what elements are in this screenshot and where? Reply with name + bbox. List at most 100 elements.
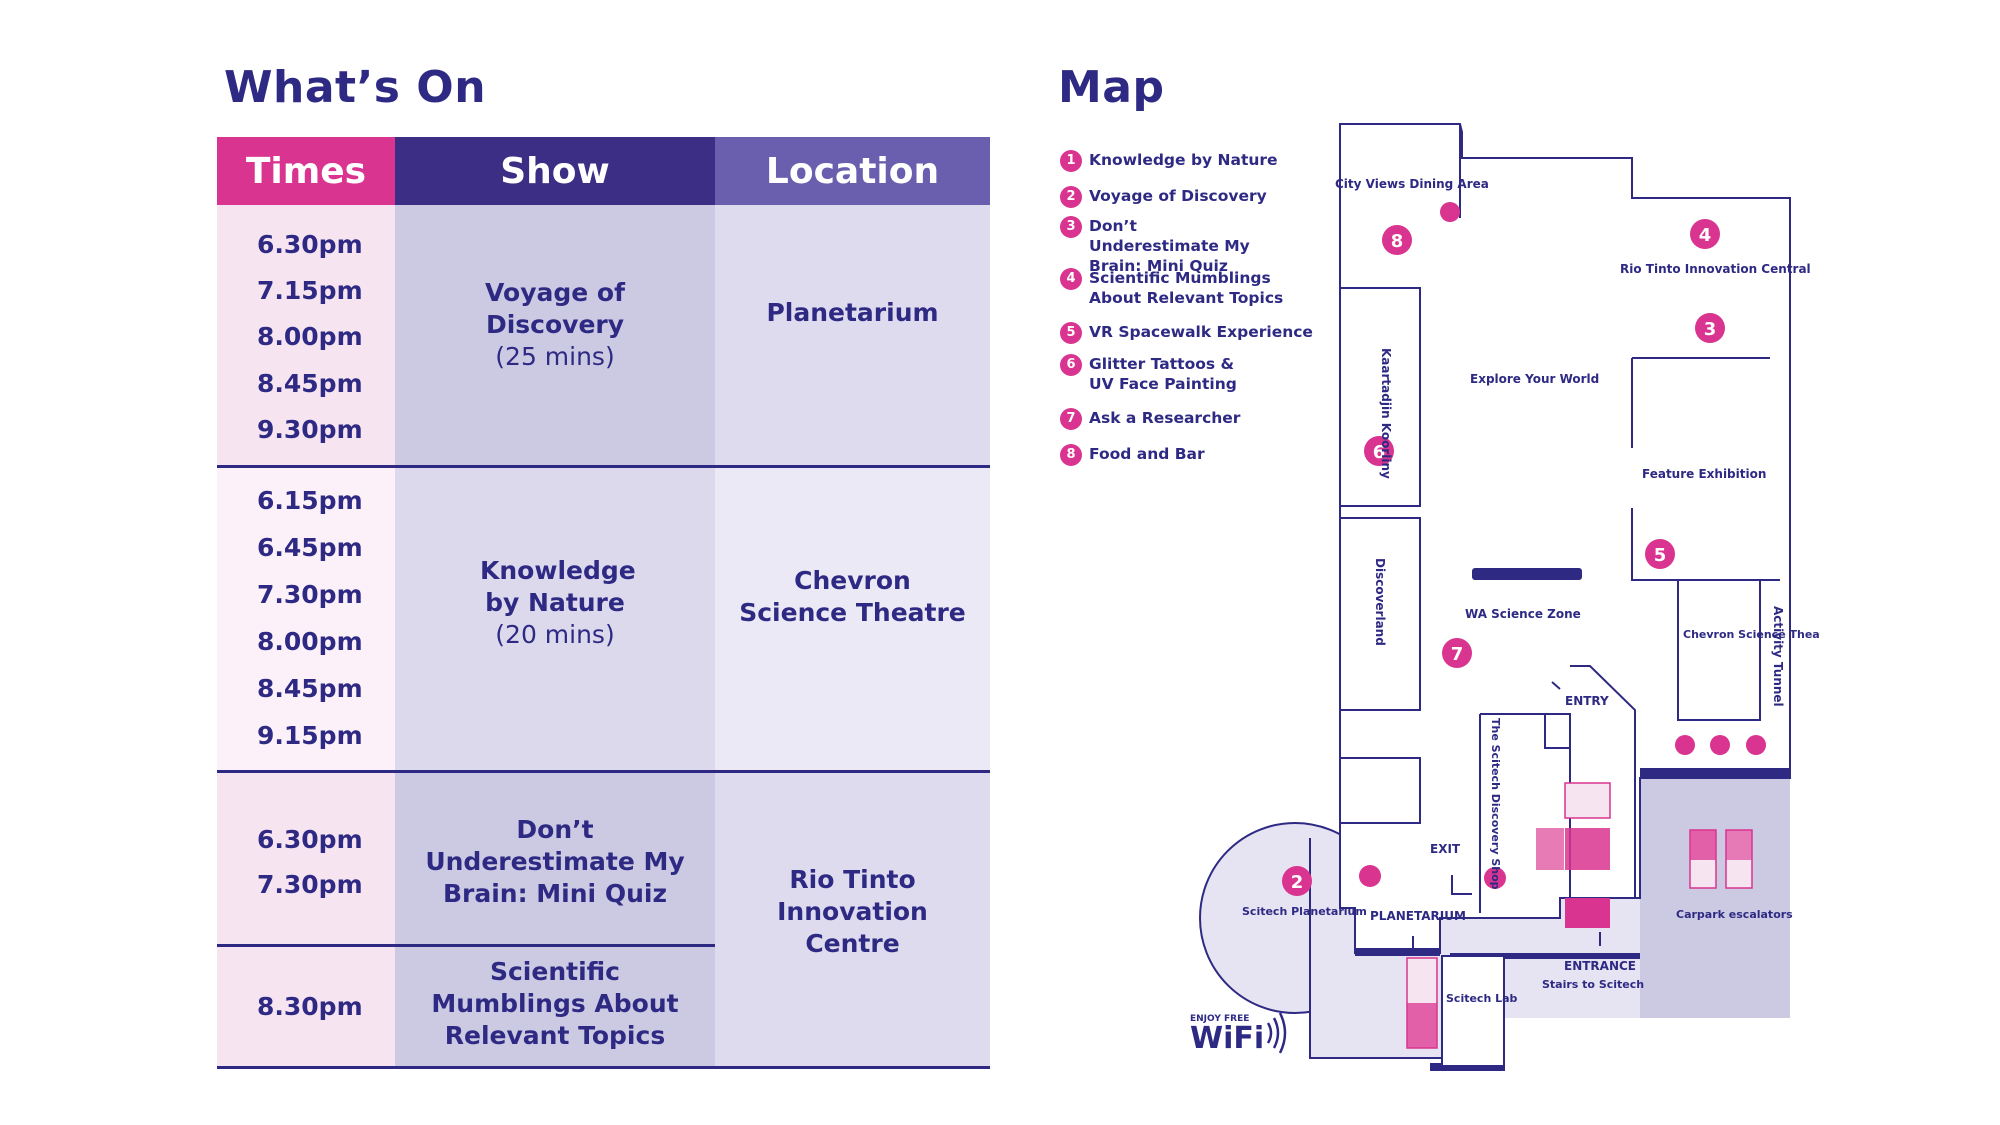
label-chevron: Chevron Science Theatre bbox=[1683, 628, 1820, 641]
carpark-block bbox=[1640, 778, 1790, 1018]
label-kaartadjin: Kaartadjin Koorliny bbox=[1379, 348, 1393, 479]
legend-label: Voyage of Discovery bbox=[1089, 187, 1267, 205]
header-times: Times bbox=[217, 137, 395, 205]
marker-8 bbox=[1382, 225, 1412, 255]
time-slot: 8.30pm bbox=[257, 992, 363, 1021]
location-row-2: Chevron Science Theatre bbox=[715, 565, 990, 635]
time-slot: 7.30pm bbox=[257, 580, 363, 609]
time-slot: 9.15pm bbox=[257, 721, 363, 750]
show-title: Knowledge by Nature bbox=[480, 556, 636, 617]
label-planetarium: PLANETARIUM bbox=[1370, 909, 1466, 923]
legend-label: Knowledge by Nature bbox=[1089, 151, 1278, 169]
legend-label: VR Spacewalk Experience bbox=[1089, 323, 1313, 341]
legend-number: 7 bbox=[1060, 408, 1082, 430]
wa-zone-bar bbox=[1472, 568, 1582, 580]
row2-location-bg bbox=[715, 467, 990, 772]
dining-icon bbox=[1440, 202, 1460, 222]
location-markers: 8 4 3 6 5 7 2 bbox=[1282, 219, 1725, 896]
label-rio-tinto: Rio Tinto Innovation Central bbox=[1620, 262, 1811, 276]
wifi-text: WiFi bbox=[1190, 1021, 1264, 1056]
amenity-icons bbox=[1359, 202, 1766, 889]
restroom-icon bbox=[1710, 735, 1730, 755]
marker-number: 4 bbox=[1699, 225, 1712, 246]
show-title: Scientific Mumblings About Relevant Topi… bbox=[431, 957, 679, 1050]
show-row-2: Knowledge by Nature (20 mins) bbox=[395, 555, 715, 665]
time-slot: 6.30pm bbox=[257, 825, 363, 854]
legend-item: 3 Don’t Underestimate My Brain: Mini Quiz bbox=[1060, 216, 1259, 276]
marker-6 bbox=[1364, 436, 1394, 466]
legend-label: Glitter Tattoos & UV Face Painting bbox=[1089, 355, 1237, 393]
label-stairs: Stairs to Scitech bbox=[1542, 978, 1644, 991]
times-row-2: 6.15pm 6.45pm 7.30pm 8.00pm 8.45pm 9.15p… bbox=[217, 477, 395, 759]
show-title: Don’t Underestimate My Brain: Mini Quiz bbox=[425, 815, 685, 908]
label-carpark: Carpark escalators bbox=[1676, 908, 1793, 921]
label-scitech-lab: Scitech Lab bbox=[1446, 992, 1518, 1005]
legend-item: 4 Scientific Mumblings About Relevant Top… bbox=[1060, 268, 1289, 308]
time-slot: 7.15pm bbox=[257, 276, 363, 306]
location-row-1: Planetarium bbox=[715, 297, 990, 337]
wifi-icon bbox=[1266, 1012, 1287, 1054]
marker-number: 2 bbox=[1291, 872, 1304, 893]
wall-thick bbox=[1355, 948, 1440, 956]
show-row-3: Don’t Underestimate My Brain: Mini Quiz bbox=[395, 815, 715, 908]
times-row-1: 6.30pm 7.15pm 8.00pm 8.45pm 9.30pm bbox=[217, 221, 395, 453]
legend-label: Ask a Researcher bbox=[1089, 409, 1241, 427]
show-title: Voyage of Discovery bbox=[485, 278, 625, 339]
legend-number: 4 bbox=[1060, 268, 1082, 290]
label-exit: EXIT bbox=[1430, 842, 1461, 856]
time-slot: 8.45pm bbox=[257, 368, 363, 398]
time-slot: 8.45pm bbox=[257, 674, 363, 703]
location-name: Rio Tinto Innovation Centre bbox=[777, 865, 928, 958]
accessible-icon bbox=[1675, 735, 1695, 755]
legend-label: Scientific Mumblings About Relevant Topi… bbox=[1089, 269, 1284, 307]
schedule-table: Times Show Location 6.30pm 7.15pm 8.00pm… bbox=[217, 137, 990, 1069]
wall-thick bbox=[1450, 953, 1640, 959]
legend-number: 6 bbox=[1060, 354, 1082, 376]
marker-number: 6 bbox=[1373, 442, 1386, 463]
row-divider bbox=[217, 770, 990, 773]
marker-number: 7 bbox=[1451, 644, 1464, 665]
show-duration: (20 mins) bbox=[495, 620, 615, 649]
marker-number: 3 bbox=[1704, 319, 1717, 340]
arrows bbox=[1412, 681, 1601, 948]
stairs bbox=[1406, 782, 1753, 1049]
restroom-icon bbox=[1359, 865, 1381, 887]
time-slot: 8.00pm bbox=[257, 627, 363, 656]
label-city-views: City Views Dining Area bbox=[1335, 177, 1489, 191]
marker-3 bbox=[1695, 313, 1725, 343]
location-name: Chevron Science Theatre bbox=[739, 566, 966, 627]
label-entry: ENTRY bbox=[1565, 694, 1609, 708]
show-duration: (25 mins) bbox=[495, 342, 615, 371]
row-divider bbox=[217, 465, 990, 468]
row2-times-bg bbox=[217, 467, 395, 772]
time-slot: 6.30pm bbox=[257, 229, 363, 259]
show-row-4: Scientific Mumblings About Relevant Topi… bbox=[395, 957, 715, 1050]
marker-7 bbox=[1442, 638, 1472, 668]
header-location: Location bbox=[715, 137, 990, 205]
times-row-3: 6.30pm 7.30pm bbox=[217, 817, 395, 907]
legend-number: 3 bbox=[1060, 216, 1082, 238]
time-slot: 6.45pm bbox=[257, 533, 363, 562]
legend-item: 5 VR Spacewalk Experience bbox=[1060, 322, 1313, 344]
label-explore: Explore Your World bbox=[1470, 372, 1599, 386]
location-row-3: Rio Tinto Innovation Centre bbox=[715, 865, 990, 958]
row2-show-bg bbox=[395, 467, 715, 772]
area-labels: City Views Dining Area Rio Tinto Innovat… bbox=[1190, 177, 1820, 1056]
map-title: Map bbox=[1058, 62, 1165, 113]
marker-number: 8 bbox=[1391, 231, 1404, 252]
legend-item: 7 Ask a Researcher bbox=[1060, 408, 1240, 430]
scitech-lab-room bbox=[1441, 955, 1505, 1067]
row-divider bbox=[217, 1066, 990, 1069]
times-row-4: 8.30pm bbox=[217, 947, 395, 1066]
time-slot: 6.15pm bbox=[257, 486, 363, 515]
label-feature: Feature Exhibition bbox=[1642, 467, 1766, 481]
wifi-small: ENJOY FREE bbox=[1190, 1014, 1249, 1024]
legend-label: Don’t Underestimate My Brain: Mini Quiz bbox=[1089, 217, 1250, 275]
marker-5 bbox=[1645, 539, 1675, 569]
whats-on-title: What’s On bbox=[224, 62, 487, 113]
label-wa-zone: WA Science Zone bbox=[1465, 607, 1581, 621]
marker-number: 5 bbox=[1654, 545, 1667, 566]
legend-number: 5 bbox=[1060, 322, 1082, 344]
